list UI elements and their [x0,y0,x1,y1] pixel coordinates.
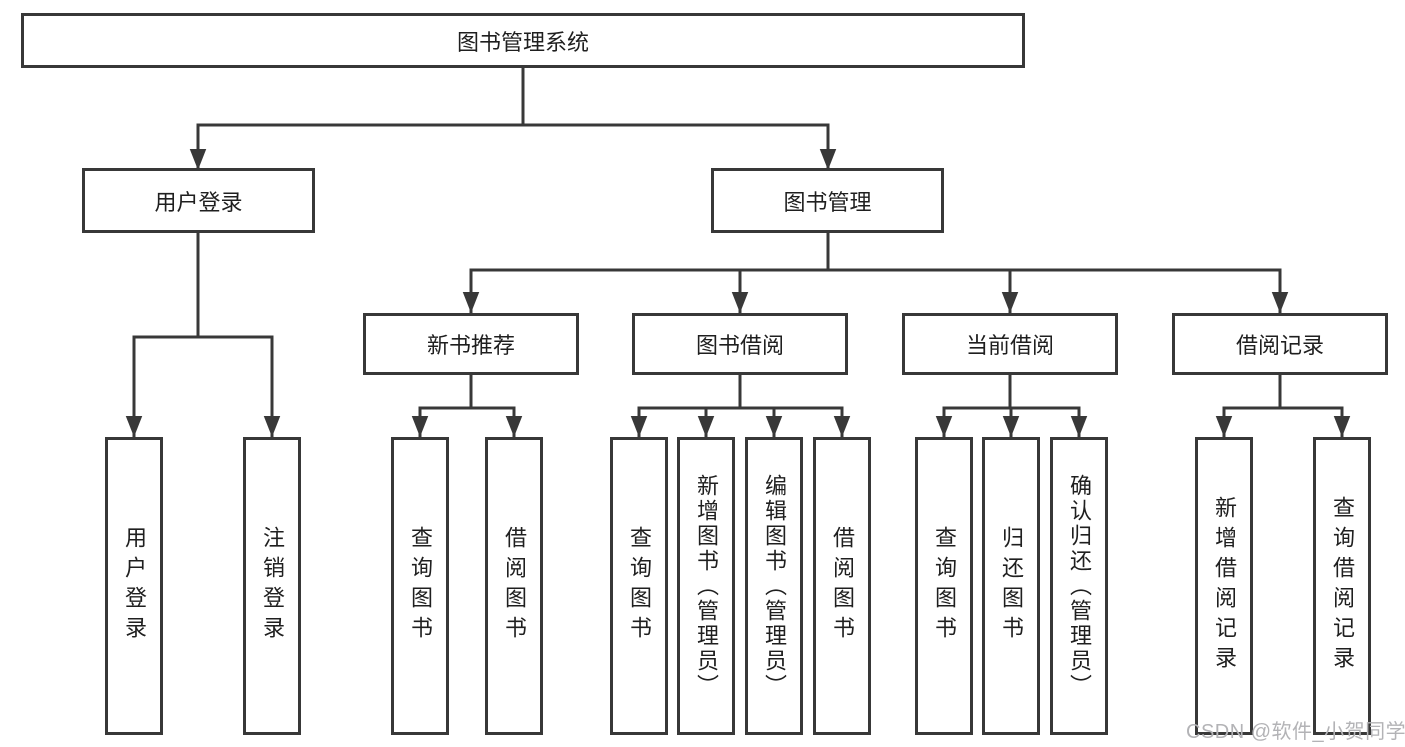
node-recommend-query-books: 查询图书 [391,437,449,735]
node-label: 新增借阅记录 [1212,496,1237,676]
node-label: 查询图书 [408,526,433,646]
node-label: 查询图书 [932,526,957,646]
node-label: 归还图书 [999,526,1024,646]
node-label: 确认归还（管理员） [1067,473,1092,699]
node-label: 编辑图书（管理员） [762,473,787,699]
node-label: 用户登录 [122,526,147,646]
node-label: 注销登录 [260,526,285,646]
node-leaf-logout: 注销登录 [243,437,301,735]
node-label: 查询借阅记录 [1330,496,1355,676]
node-book-management: 图书管理 [711,168,944,233]
node-borrowing-edit-books-admin: 编辑图书（管理员） [745,437,803,735]
watermark: CSDN @软件_小贺同学 [1186,721,1405,743]
node-records-add-record: 新增借阅记录 [1195,437,1253,735]
node-borrowing-add-books-admin: 新增图书（管理员） [677,437,735,735]
node-root: 图书管理系统 [21,13,1025,68]
node-borrowing-query-books: 查询图书 [610,437,668,735]
node-current-borrowing: 当前借阅 [902,313,1118,375]
node-borrowing-records: 借阅记录 [1172,313,1388,375]
node-label: 借阅图书 [830,526,855,646]
node-current-return-books: 归还图书 [982,437,1040,735]
node-records-query-record: 查询借阅记录 [1313,437,1371,735]
node-label: 查询图书 [627,526,652,646]
node-label: 新增图书（管理员） [694,473,719,699]
node-current-query-books: 查询图书 [915,437,973,735]
node-leaf-user-login: 用户登录 [105,437,163,735]
node-new-book-recommend: 新书推荐 [363,313,579,375]
node-current-confirm-return-admin: 确认归还（管理员） [1050,437,1108,735]
node-label: 借阅图书 [502,526,527,646]
connector-rails [132,66,1344,410]
node-book-borrowing: 图书借阅 [632,313,848,375]
connector-arrows [125,125,1351,437]
node-borrowing-borrow-books: 借阅图书 [813,437,871,735]
node-user-login: 用户登录 [82,168,315,233]
node-recommend-borrow-books: 借阅图书 [485,437,543,735]
